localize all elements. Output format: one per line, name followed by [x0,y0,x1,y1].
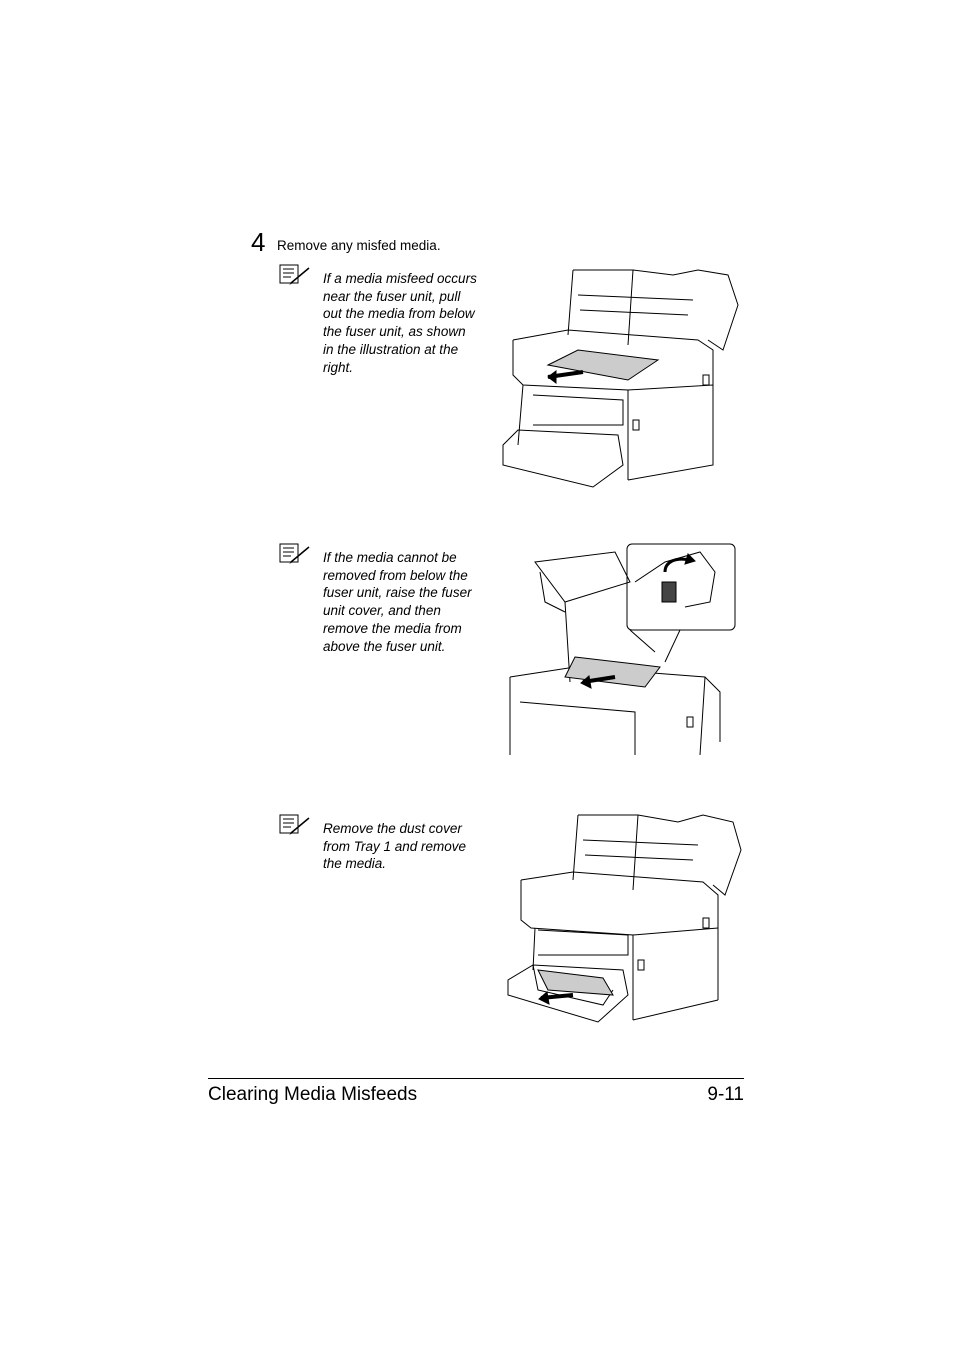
step-number: 4 [251,227,266,257]
note-text-1: If a media misfeed occurs near the fuser… [323,271,477,375]
note-pencil-icon [279,543,311,565]
printer-illustration-fuser-above [505,542,740,757]
footer-rule [208,1078,744,1079]
printer-illustration-tray1 [503,810,743,1030]
note-text-2: If the media cannot be removed from belo… [323,550,472,654]
note-text-3: Remove the dust cover from Tray 1 and re… [323,821,467,872]
note-pencil-icon [279,264,311,286]
note-pencil-icon [279,814,311,836]
footer-page-number: 9-11 [707,1084,744,1105]
footer-section-title: Clearing Media Misfeeds [208,1084,418,1105]
printer-illustration-fuser-below [498,265,748,490]
step-instruction: Remove any misfed media. [277,238,441,253]
